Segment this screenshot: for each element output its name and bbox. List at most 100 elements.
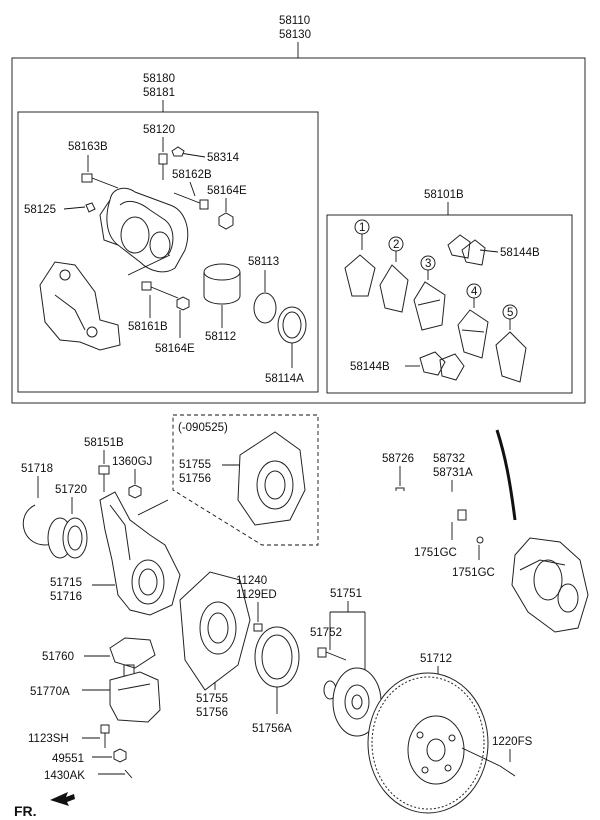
label-58144B-lower: 58144B [350, 361, 390, 373]
label-49551: 49551 [52, 753, 84, 765]
dust-shield-lower [179, 571, 251, 691]
boot-58114A [277, 306, 307, 344]
label-1751GC-left: 1751GC [414, 547, 457, 559]
label-58164E-lower: 58164E [155, 343, 195, 355]
label-58162B: 58162B [172, 169, 212, 181]
pad-2-number: 2 [393, 239, 399, 251]
leader-58162B [189, 181, 196, 197]
brake-hose [339, 483, 467, 559]
label-58180: 58180 [143, 73, 175, 85]
label-51756A: 51756A [252, 723, 292, 735]
label-58151B: 58151B [84, 437, 124, 449]
leader-58144B-upper [479, 249, 499, 253]
label-58181: 58181 [143, 87, 175, 99]
label-58164E-upper: 58164E [207, 185, 247, 197]
label-58731A: 58731A [433, 467, 473, 479]
label-58163B: 58163B [68, 141, 108, 153]
bolt-58162B [173, 192, 209, 210]
cotter-pin-1430AK [124, 769, 133, 779]
label-58130: 58130 [279, 29, 311, 41]
pad-4: 4 [457, 283, 489, 359]
label-58114A: 58114A [265, 373, 304, 385]
label-1360GJ: 1360GJ [112, 456, 152, 468]
direction-curve [495, 429, 517, 521]
label-51755-upper: 51755 [179, 459, 211, 471]
guide-1220FS [461, 747, 501, 767]
dust-shield-upper [237, 431, 306, 526]
label-1123SH: 1123SH [28, 733, 69, 745]
label-58110: 58110 [279, 15, 310, 27]
pad-5-number: 5 [507, 307, 513, 319]
label-51716: 51716 [50, 591, 82, 603]
nut-49551 [113, 748, 127, 763]
pad-kit-box [326, 214, 573, 394]
bolt-1123SH [100, 724, 110, 748]
hub-bolt-51752 [317, 647, 347, 661]
bolt-58151B [98, 465, 110, 492]
label-58112: 58112 [205, 331, 236, 343]
bolt-58161B [141, 281, 179, 299]
guide-knuckle [137, 499, 169, 516]
clip-58125 [85, 202, 96, 213]
brake-disc-51712 [367, 672, 489, 814]
seal-58113 [253, 292, 277, 324]
label-58120: 58120 [143, 124, 175, 136]
caliper-housing [99, 187, 189, 273]
label-11240: 11240 [236, 575, 267, 587]
bearing-51720 [47, 517, 88, 559]
label-51756-lower: 51756 [196, 707, 228, 719]
label-51756-upper: 51756 [179, 473, 211, 485]
label-090525: (-090525) [178, 422, 228, 434]
front-arrow-icon [50, 792, 75, 806]
label-58726: 58726 [382, 453, 414, 465]
label-58161B: 58161B [128, 321, 168, 333]
label-51715: 51715 [50, 577, 82, 589]
pad-5: 5 [495, 304, 527, 383]
leader-58314 [179, 152, 206, 158]
shim-clips-upper [447, 234, 486, 266]
piston-58112 [203, 263, 241, 305]
ball-joint-51760 [109, 637, 156, 686]
label-51770A: 51770A [30, 686, 70, 698]
shim-clips-lower [419, 351, 465, 381]
front-label: FR. [14, 803, 37, 819]
label-51718: 51718 [21, 463, 53, 475]
pad-3-number: 3 [425, 258, 431, 270]
caliper-bracket [39, 261, 121, 351]
label-58113: 58113 [248, 256, 279, 268]
caliper-housing-lower [511, 537, 589, 633]
label-51752: 51752 [310, 627, 342, 639]
label-1751GC-right: 1751GC [452, 567, 495, 579]
nut-58164E-lower [176, 296, 190, 311]
label-58314: 58314 [207, 152, 240, 164]
label-58101B: 58101B [424, 189, 464, 201]
pad-2: 2 [379, 236, 409, 313]
ring-51756A [254, 626, 300, 688]
label-1220FS: 1220FS [492, 736, 533, 748]
label-58732: 58732 [433, 453, 465, 465]
leader-58125 [63, 206, 86, 210]
label-1430AK: 1430AK [44, 770, 85, 782]
variant-box [172, 414, 319, 546]
label-51751: 51751 [330, 588, 362, 600]
caliper-assembly-box [11, 57, 586, 404]
label-51760: 51760 [42, 651, 74, 663]
label-51712: 51712 [420, 653, 452, 665]
pad-1: 1 [344, 219, 376, 297]
label-1129ED: 1129ED [236, 589, 277, 601]
label-51720: 51720 [55, 484, 87, 496]
screw-1220FS [499, 765, 516, 777]
pad-1-number: 1 [359, 222, 365, 234]
label-51755-lower: 51755 [196, 693, 228, 705]
caliper-subassembly-box [17, 111, 319, 393]
pad-3: 3 [413, 255, 446, 331]
label-58125: 58125 [24, 204, 56, 216]
bleeder-58120 [158, 153, 168, 180]
steering-knuckle [99, 491, 181, 616]
nut-1360GJ [128, 484, 142, 499]
guide-line [127, 254, 171, 276]
screw-1129ED [253, 623, 263, 632]
bolt-58163B [81, 173, 119, 189]
arm-51770A [109, 671, 161, 723]
